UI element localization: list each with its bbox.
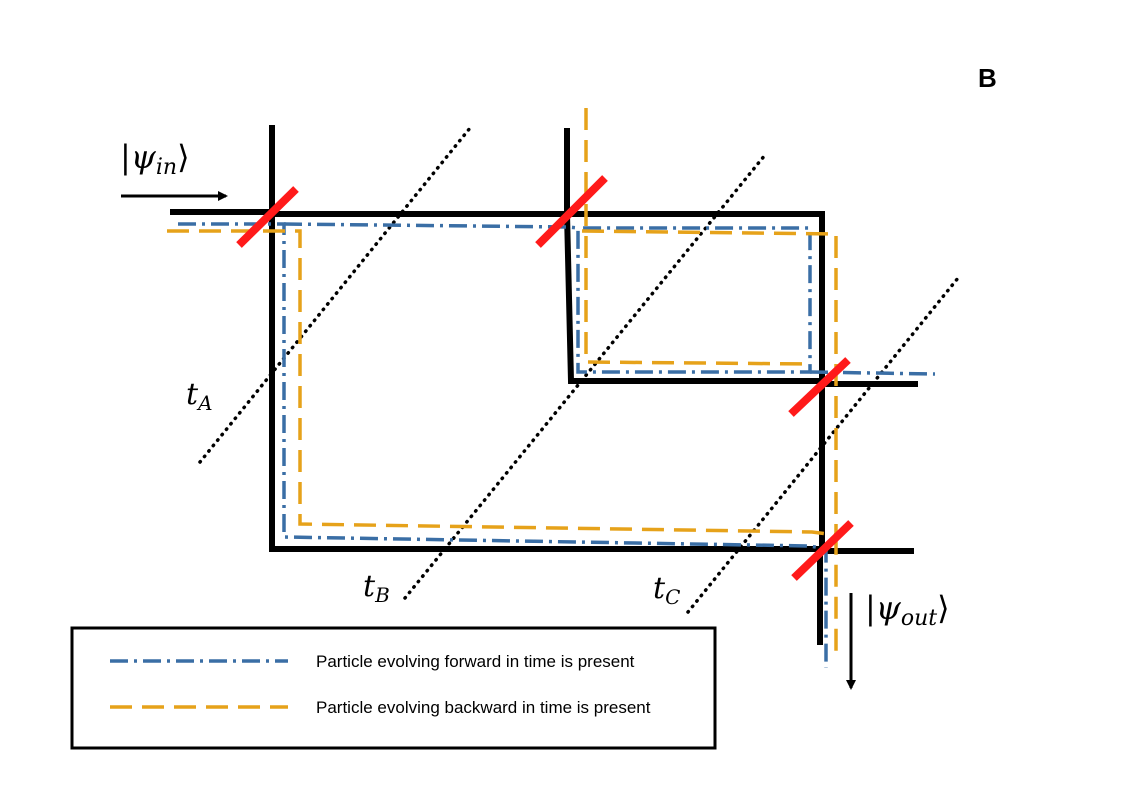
forward-leak-path	[809, 370, 936, 376]
input-state-label: |ψin⟩	[120, 138, 190, 180]
backward-right-path	[581, 229, 838, 535]
forward-outer-path	[178, 222, 828, 668]
panel-label: B	[978, 63, 997, 93]
backward-top-path	[584, 108, 813, 366]
interferometer-paths	[170, 125, 918, 645]
forward-top-path	[283, 222, 812, 374]
beam-splitter-2	[535, 175, 608, 248]
output-state-label: |ψout⟩	[865, 589, 950, 631]
input-state-bar: |	[120, 138, 131, 176]
time-label-b-subscript: B	[374, 583, 390, 607]
time-slice-c-line	[686, 276, 960, 614]
time-slice-b-line	[403, 153, 767, 600]
output-state-bracket: ⟩	[937, 589, 949, 627]
legend: Particle evolving forward in time is pre…	[70, 626, 717, 750]
input-state-symbol: ψ	[131, 138, 157, 176]
backward-outer-path	[167, 229, 838, 655]
time-label-c: tC	[653, 571, 680, 609]
legend-box	[70, 626, 717, 750]
legend-backward-label: Particle evolving backward in time is pr…	[316, 698, 651, 717]
time-label-b-symbol: t	[363, 569, 376, 604]
output-state-symbol: ψ	[876, 589, 902, 627]
time-label-a: tA	[186, 377, 213, 415]
time-label-a-symbol: t	[186, 377, 199, 412]
time-label-b: tB	[363, 569, 390, 607]
beam-splitter-4	[791, 520, 854, 581]
input-state-subscript: in	[156, 155, 177, 180]
time-slices	[198, 126, 960, 614]
output-state-subscript: out	[901, 606, 937, 631]
output-state-bar: |	[865, 589, 876, 627]
forward-particle-paths	[178, 222, 936, 668]
time-label-a-subscript: A	[196, 391, 212, 415]
beam-splitter-3	[788, 357, 851, 417]
time-slice-a-line	[198, 126, 472, 464]
top-arm-path	[272, 211, 825, 549]
beam-splitters	[236, 175, 854, 581]
inner-loop-path	[564, 213, 822, 384]
time-label-c-symbol: t	[653, 571, 666, 606]
beam-splitter-1	[236, 186, 299, 248]
outer-loop-path	[269, 212, 820, 552]
legend-forward-label: Particle evolving forward in time is pre…	[316, 652, 635, 671]
input-state-bracket: ⟩	[177, 138, 189, 176]
time-label-c-subscript: C	[665, 585, 680, 609]
